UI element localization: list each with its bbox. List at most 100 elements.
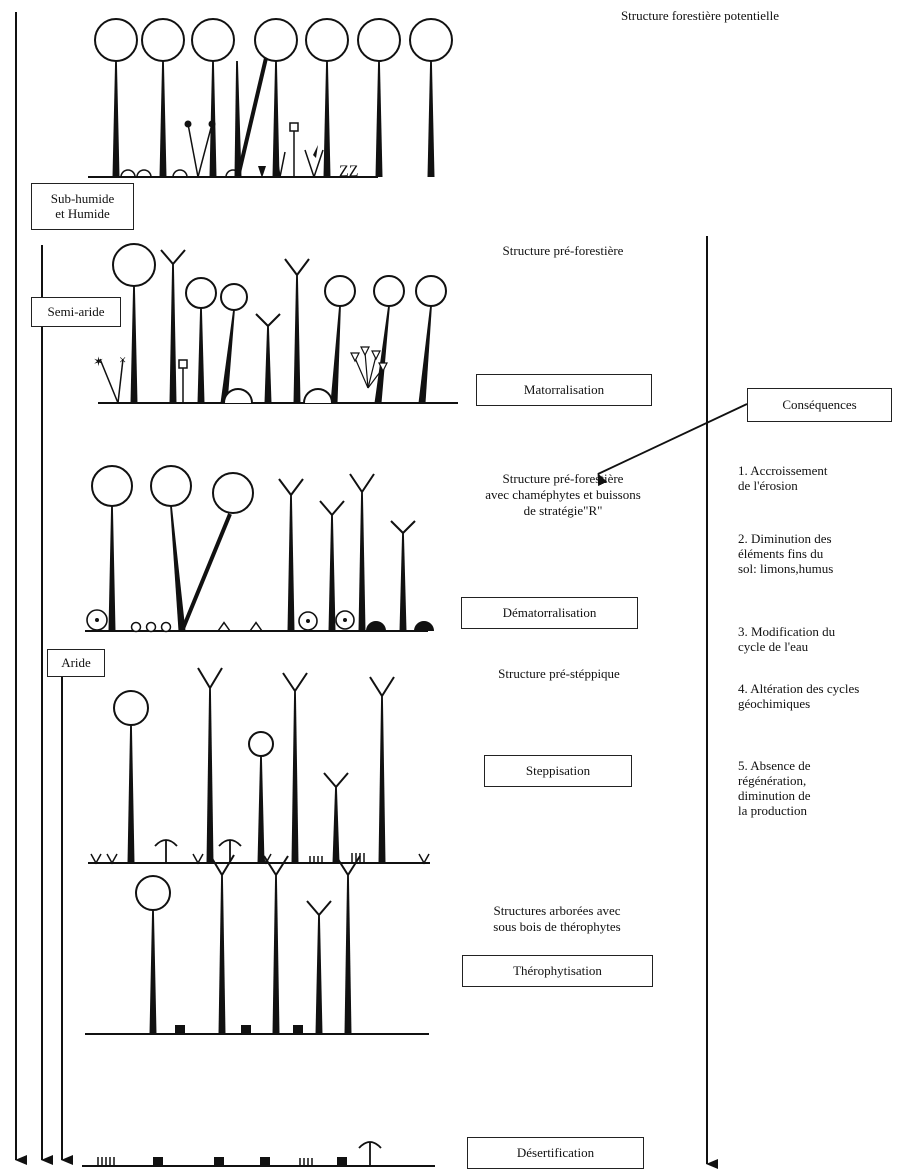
y-tree-branch [402,520,416,534]
y-tree-branch [263,855,277,876]
herb-flower [378,362,388,373]
herb-flower [350,352,360,363]
trunk [330,306,341,403]
herb-stem [197,123,213,178]
herb-stem [313,149,324,178]
trunk [332,787,340,863]
therophyte-block [175,1025,185,1034]
therophyte-block [337,1157,347,1166]
trunk [127,725,135,863]
consequence-4: 4. Altération des cycles géochimiques [738,681,860,711]
label-structure-potentielle: Structure forestière potentielle [620,8,780,23]
chamaephyte-center [306,619,310,623]
herb-stem [367,367,384,389]
v-grass [106,853,118,865]
trunk [236,57,268,178]
herb-square [178,359,188,369]
y-tree-branch [197,667,211,689]
y-tree-branch [209,854,223,876]
star-herb: ✶ [93,354,104,369]
v-grass [260,853,272,865]
y-tree-branch [318,900,332,916]
y-tree-branch [278,478,292,496]
consequences-title: Conséquences [747,388,892,422]
herb-stem [275,151,281,178]
y-tree-branch [221,854,235,876]
y-tree-branch [255,313,269,327]
y-tree-branch [306,900,320,916]
y-tree-branch [267,313,281,327]
star-herb: × [119,352,126,367]
y-tree-branch [284,258,298,276]
process-desertification: Désertification [467,1137,644,1169]
trunk [328,515,336,631]
process-matorralisation: Matorralisation [476,374,652,406]
round-tree-crown [94,18,138,62]
trunk [291,691,299,863]
round-tree-crown [254,18,298,62]
herb-stem [364,351,369,389]
trunk [358,492,366,631]
small-cushion [160,621,172,633]
herb-stem [279,151,286,178]
trunk [170,506,186,631]
round-tree-crown [113,690,149,726]
herb-flower [371,350,381,361]
umbrella-crown [154,839,178,847]
trunk [323,61,331,177]
zone-aride: Aride [47,649,105,677]
therophyte-block [153,1157,163,1166]
herb-stem [117,358,124,404]
y-tree-branch [172,249,186,265]
y-tree-branch [323,772,337,788]
herb-head [208,120,216,128]
process-steppisation: Steppisation [484,755,632,787]
chamaephyte-center [343,618,347,622]
therophyte-block [214,1157,224,1166]
consequence-5: 5. Absence de régénération, diminution d… [738,758,811,818]
trunk [234,61,242,177]
trunk [130,286,138,403]
consequence-1: 1. Accroissement de l'érosion [738,463,828,493]
herb-stem [304,149,315,178]
trunk [206,688,214,863]
y-tree-branch [381,676,395,697]
trunk [169,264,177,403]
round-tree-crown [185,277,217,309]
trunk [272,61,280,177]
trunk [180,513,232,632]
small-cone [258,166,266,178]
y-tree-branch [349,473,363,493]
label-structures-arborees: Structures arborées avec sous bois de th… [493,903,621,934]
consequences-arrow [597,403,748,487]
round-tree-crown [373,275,405,307]
y-tree-branch [319,500,333,516]
therophyte-block [241,1025,251,1034]
small-cushion [145,621,157,633]
small-shrub [172,169,188,178]
therophyte-block [293,1025,303,1034]
herb-stem [187,123,199,178]
trunk [272,875,280,1034]
herb-flower [360,346,370,357]
trunk [159,61,167,177]
y-tree-branch [361,473,375,493]
round-tree-crown [141,18,185,62]
y-tree-branch [335,772,349,788]
round-tree-crown [135,875,171,911]
label-structure-pre-forestiere: Structure pré-forestière [502,243,624,258]
trunk [257,756,265,863]
umbrella-crown [358,1141,382,1149]
y-tree-branch [390,520,404,534]
y-tree-branch [335,855,349,876]
filled-dome-shrub [366,621,386,632]
round-tree-crown [150,465,192,507]
trunk [293,275,301,403]
y-tree-branch [294,672,308,692]
trunk [315,915,323,1034]
trunk [287,495,295,631]
y-tree-branch [347,855,361,876]
dome-shrub [223,388,253,404]
triangle-plant [217,621,231,632]
